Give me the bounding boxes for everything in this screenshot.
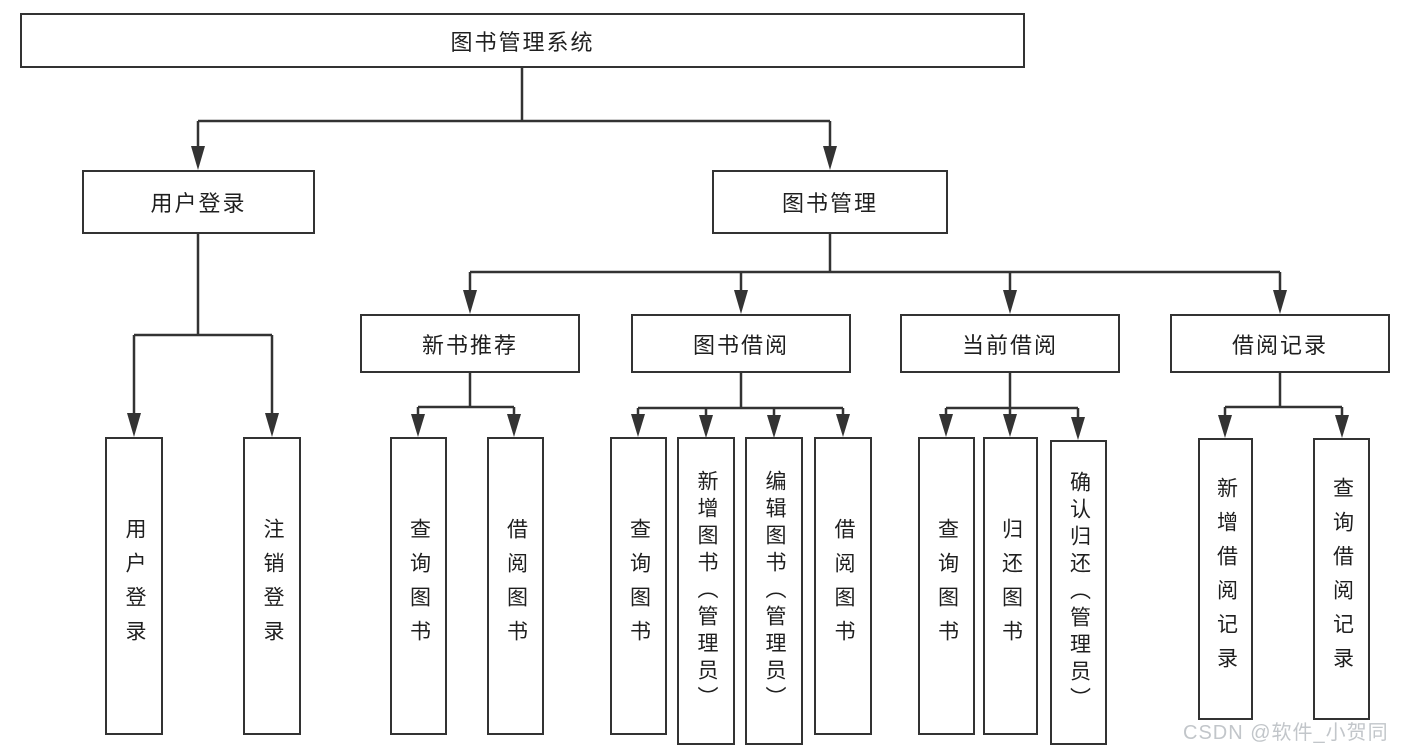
leaf-user-login: 用户登录 [105,437,163,735]
node-root: 图书管理系统 [20,13,1025,68]
leaf-borrow-books-recommend: 借阅图书 [487,437,544,735]
leaf-query-books-current: 查询图书 [918,437,975,735]
node-borrow-records: 借阅记录 [1170,314,1390,373]
node-book-borrow: 图书借阅 [631,314,851,373]
leaf-query-books-borrow: 查询图书 [610,437,667,735]
leaf-add-borrow-record: 新增借阅记录 [1198,438,1253,720]
node-book-management: 图书管理 [712,170,948,234]
leaf-query-books-recommend: 查询图书 [390,437,447,735]
watermark: CSDN @软件_小贺同学 [1183,722,1389,744]
leaf-query-borrow-record: 查询借阅记录 [1313,438,1370,720]
leaf-borrow-books-borrow: 借阅图书 [814,437,872,735]
leaf-return-book: 归还图书 [983,437,1038,735]
node-current-borrow: 当前借阅 [900,314,1120,373]
leaf-edit-book-admin: 编辑图书（管理员） [745,437,803,745]
leaf-add-book-admin: 新增图书（管理员） [677,437,735,745]
leaf-confirm-return-admin: 确认归还（管理员） [1050,440,1107,745]
node-user-login: 用户登录 [82,170,315,234]
leaf-logout: 注销登录 [243,437,301,735]
node-new-book-recommend: 新书推荐 [360,314,580,373]
